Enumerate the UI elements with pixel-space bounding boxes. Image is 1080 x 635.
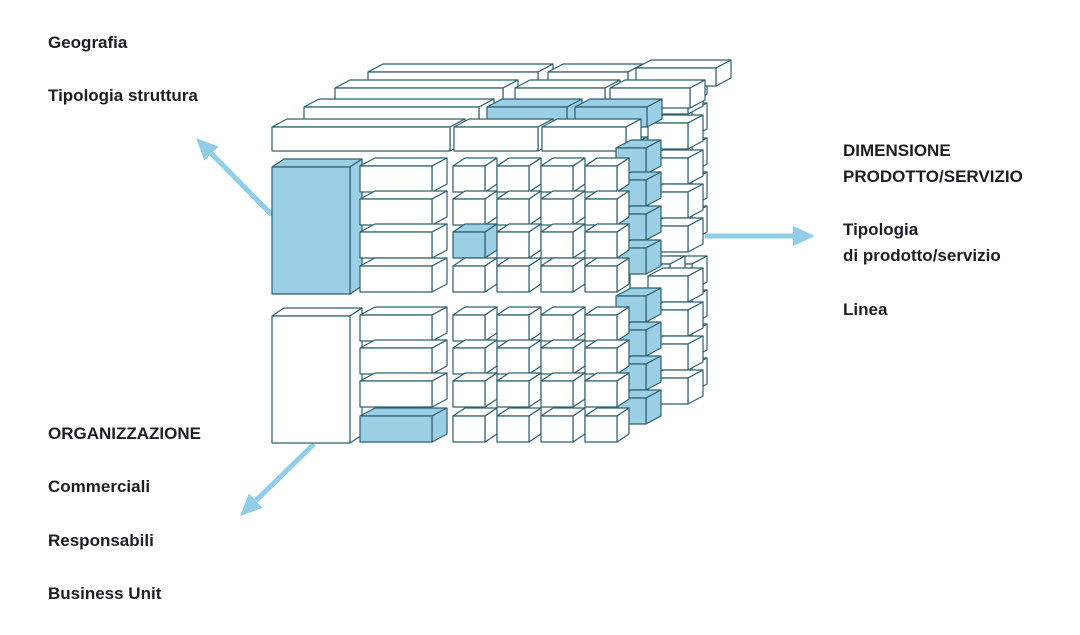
cube-cell bbox=[647, 267, 704, 303]
cube-cell bbox=[584, 306, 630, 342]
cube-cell bbox=[452, 190, 498, 226]
label-geografia: Geografia bbox=[48, 33, 128, 52]
label-organizzazione-title: ORGANIZZAZIONE bbox=[48, 424, 201, 443]
label-tipologia-prodotto-1: Tipologia bbox=[843, 220, 919, 239]
label-tipologia-struttura: Tipologia struttura bbox=[48, 86, 198, 105]
cube-cell-highlight bbox=[452, 223, 498, 259]
label-tipologia-prodotto-2: di prodotto/servizio bbox=[843, 246, 1001, 265]
cube-block-highlight bbox=[271, 158, 363, 295]
label-responsabili: Responsabili bbox=[48, 531, 154, 550]
cube-cell bbox=[359, 257, 448, 293]
cube-cell bbox=[496, 157, 542, 193]
cube-cell bbox=[452, 407, 498, 443]
cube-cell-highlight bbox=[615, 287, 662, 323]
cube-cell bbox=[496, 407, 542, 443]
cube-cell bbox=[359, 306, 448, 342]
cube-cell bbox=[453, 118, 554, 152]
cube-cell bbox=[452, 306, 498, 342]
cube-cell bbox=[609, 79, 706, 109]
cube-cell bbox=[359, 223, 448, 259]
cube-cell bbox=[452, 157, 498, 193]
cube-cell bbox=[540, 190, 586, 226]
cube-cell bbox=[584, 157, 630, 193]
cube-cell bbox=[359, 339, 448, 375]
cube-cell bbox=[584, 223, 630, 259]
arrow-down-left-icon bbox=[240, 442, 316, 516]
label-dimensione-title-2: PRODOTTO/SERVIZIO bbox=[843, 167, 1023, 186]
cube-cell bbox=[452, 339, 498, 375]
cube-cell bbox=[584, 339, 630, 375]
cube-cell bbox=[359, 372, 448, 408]
arrow-up-left-icon bbox=[196, 138, 274, 217]
cube-cell bbox=[540, 407, 586, 443]
arrow-right-icon bbox=[705, 226, 815, 246]
cube-cell bbox=[496, 372, 542, 408]
cube-cell bbox=[359, 157, 448, 193]
cube-cell bbox=[271, 118, 466, 152]
cube-cell bbox=[540, 223, 586, 259]
label-linea: Linea bbox=[843, 300, 888, 319]
cube-cell bbox=[359, 190, 448, 226]
cube-cell bbox=[584, 190, 630, 226]
label-commerciali: Commerciali bbox=[48, 477, 151, 496]
cube-cell bbox=[584, 257, 630, 293]
label-dimensione-title-1: DIMENSIONE bbox=[843, 141, 951, 160]
cube-cell bbox=[496, 339, 542, 375]
cube-cell bbox=[540, 339, 586, 375]
cube-cell bbox=[540, 372, 586, 408]
cube-cell bbox=[452, 372, 498, 408]
cube-block bbox=[271, 307, 363, 444]
cube-cell bbox=[496, 190, 542, 226]
cube-cell bbox=[540, 306, 586, 342]
cube-cell bbox=[496, 257, 542, 293]
cube-cell-highlight bbox=[359, 407, 448, 443]
cube-cell bbox=[584, 407, 630, 443]
cube-cell bbox=[496, 223, 542, 259]
cube-cell bbox=[452, 257, 498, 293]
cube-cell bbox=[584, 372, 630, 408]
label-business-unit: Business Unit bbox=[48, 584, 162, 603]
cube-cell bbox=[540, 157, 586, 193]
cube-cell bbox=[540, 257, 586, 293]
cube-cell bbox=[496, 306, 542, 342]
